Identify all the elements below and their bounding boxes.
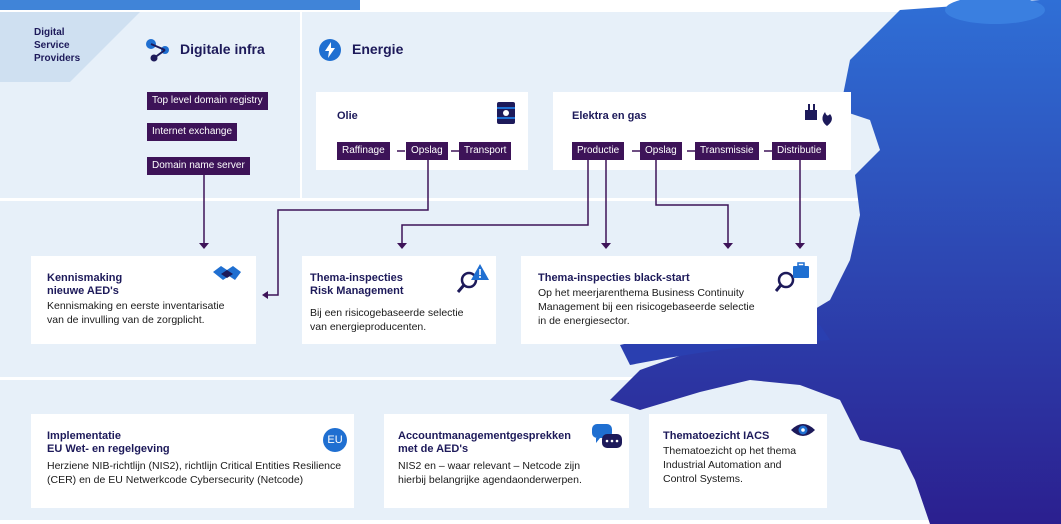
chip-transport: Transport [459,142,512,160]
card-implementatie-desc: Herziene NIB-richtlijn (NIS2), richtlijn… [47,460,342,486]
chat-icon [592,424,622,448]
chip-opslag-olie: Opslag [406,142,448,160]
elektra-title: Elektra en gas [572,110,647,122]
card-blackstart-desc: Op het meerjarenthema Business Continuit… [538,287,755,327]
eye-icon [791,424,815,436]
column-divider [300,12,302,198]
card-thematoezicht-iacs: Thematoezicht IACS Thematoezicht op het … [649,414,827,508]
chip-opslag-elektra: Opslag [640,142,682,160]
energie-title: Energie [352,41,404,57]
chip-domain-name-server: Domain name server [147,157,250,175]
chip-raffinage: Raffinage [337,142,390,160]
chip-internet-exchange: Internet exchange [147,123,238,141]
chip-distributie: Distributie [772,142,827,160]
search-briefcase-icon [775,262,809,292]
oil-barrel-icon [497,102,515,124]
plug-flame-icon [805,104,832,126]
chip-tld-registry: Top level domain registry [147,92,268,110]
chip-transmissie: Transmissie [695,142,759,160]
top-decoration [0,0,360,10]
network-icon [146,39,169,62]
energy-icon [319,39,341,61]
card-black-start: Thema-inspecties black-start Op het meer… [521,256,817,344]
handshake-icon [213,266,241,280]
search-warning-icon [456,264,489,293]
olie-title: Olie [337,110,358,122]
eu-icon: EU [323,428,347,452]
digital-infra-title: Digitale infra [180,41,265,57]
card-blackstart-title: Thema-inspecties black-start [538,272,690,284]
chip-productie: Productie [572,142,625,160]
corner-triangle [0,12,140,82]
card-iacs-title: Thematoezicht IACS [663,430,770,442]
